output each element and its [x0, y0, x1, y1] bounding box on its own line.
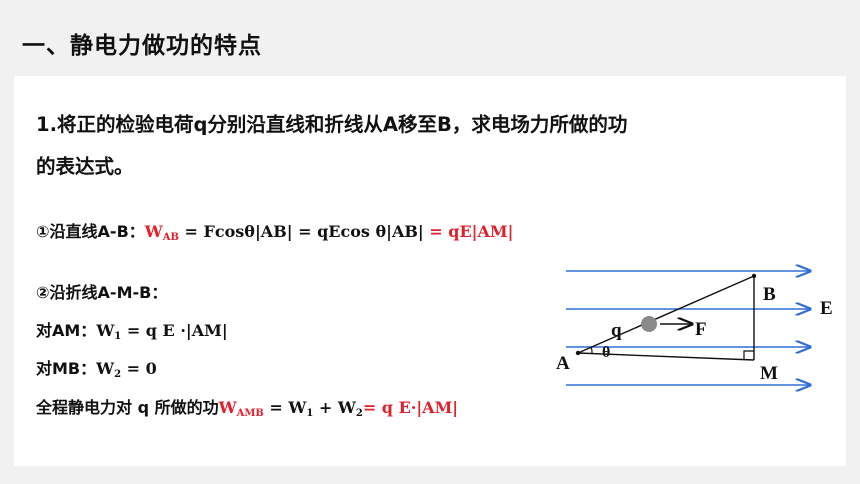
straight-result: = qE|AM|	[429, 222, 514, 241]
polyline-label: ②沿折线A-M-B：	[36, 283, 168, 302]
point-b	[751, 273, 757, 279]
label-a: A	[556, 353, 570, 374]
am-equation: 对AM：W1 = q E ·|AM|	[36, 321, 228, 342]
label-theta: θ	[602, 344, 610, 361]
mb-equation: 对MB：W2 = 0	[36, 359, 157, 380]
label-f: F	[695, 319, 707, 340]
label-b: B	[763, 284, 776, 305]
slide-title: 一、静电力做功的特点	[22, 33, 262, 59]
electric-field-diagram: B E q F A θ M	[556, 255, 833, 405]
am-prefix: 对AM：	[36, 321, 97, 340]
straight-label: ①沿直线A-B：	[36, 222, 145, 241]
intro-line-2: 的表达式。	[36, 155, 134, 178]
w-ab: WAB	[144, 222, 179, 243]
polyline-label-line: ②沿折线A-M-B：	[36, 279, 167, 303]
straight-middle: = Fcosθ|AB| = qEcos θ|AB|	[178, 222, 430, 241]
label-q: q	[611, 320, 622, 341]
point-a	[575, 350, 581, 356]
total-work-equation: 全程静电力对 q 所做的功WAMB = W1 + W2= q E·|AM|	[36, 398, 459, 419]
segment-ab	[577, 275, 755, 354]
w-amb: WAMB	[218, 398, 264, 419]
label-m: M	[760, 363, 778, 384]
field-lines	[566, 271, 810, 385]
intro-paragraph: 1.将正的检验电荷q分别沿直线和折线从A移至B，求电场力所做的功 的表达式。	[36, 104, 796, 188]
label-e: E	[820, 298, 833, 319]
total-result: = q E·|AM|	[362, 398, 459, 417]
segment-am	[577, 352, 755, 361]
charge-q-icon	[641, 316, 657, 332]
total-prefix: 全程静电力对 q 所做的功	[36, 398, 219, 417]
theta-arc	[590, 346, 593, 354]
right-angle-mark	[743, 350, 754, 360]
intro-line-1: 1.将正的检验电荷q分别沿直线和折线从A移至B，求电场力所做的功	[36, 113, 628, 136]
mb-prefix: 对MB：	[36, 359, 97, 378]
straight-path-equation: ①沿直线A-B：WAB = Fcosθ|AB| = qEcos θ|AB| = …	[36, 218, 513, 243]
